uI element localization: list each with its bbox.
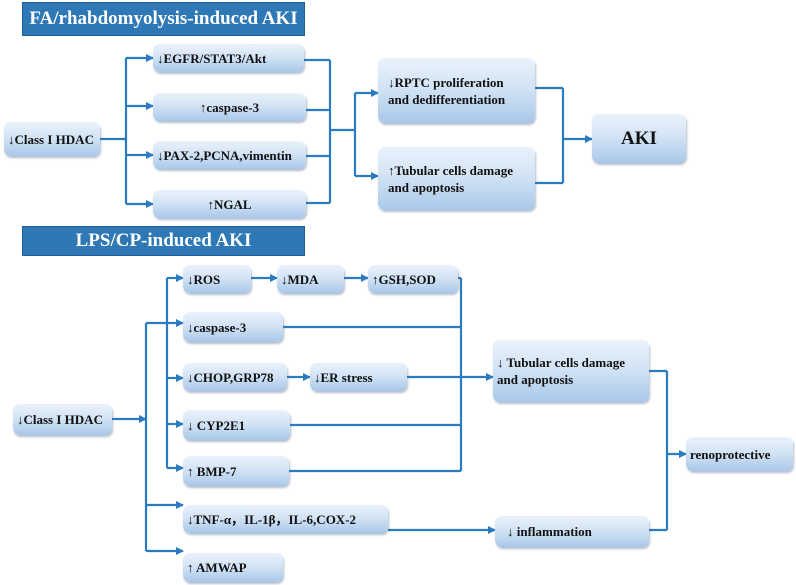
- inflammation-node: ↓ inflammation: [495, 516, 649, 547]
- pax2-pcna-vimentin-node: ↓PAX-2,PCNA,vimentin: [153, 141, 306, 169]
- mda-node: ↓MDA: [277, 265, 344, 293]
- tnf-il-cox2-node: ↓TNF-α，IL-1β，IL-6,COX-2: [183, 505, 388, 533]
- gsh-sod-node: ↑GSH,SOD: [368, 265, 458, 293]
- tubular-damage-apoptosis-node: ↑Tubular cells damage and apoptosis: [378, 147, 535, 210]
- class-i-hdac-node: ↓Class I HDAC: [4, 122, 100, 156]
- caspase-3-node-2: ↓caspase-3: [183, 312, 283, 342]
- section-header-fa-rhabdomyolysis: FA/rhabdomyolysis-induced AKI: [22, 2, 305, 36]
- tubular-damage-apoptosis-node-2: ↓ Tubular cells damage and apoptosis: [493, 340, 649, 402]
- renoprotective-node: renoprotective: [686, 437, 793, 471]
- section-header-lps-cp: LPS/CP-induced AKI: [22, 226, 305, 256]
- aki-node: AKI: [592, 114, 686, 163]
- bmp-7-node: ↑ BMP-7: [183, 456, 289, 486]
- egfr-stat3-akt-node: ↓EGFR/STAT3/Akt: [153, 44, 304, 72]
- class-i-hdac-node-2: ↓Class I HDAC: [13, 404, 112, 435]
- ngal-node: ↑NGAL: [153, 190, 306, 218]
- caspase-3-node: ↑caspase-3: [153, 93, 306, 121]
- rptc-proliferation-node: ↓RPTC proliferation and dedifferentiatio…: [378, 58, 535, 123]
- chop-grp78-node: ↓CHOP,GRP78: [183, 363, 287, 391]
- ros-node: ↓ROS: [183, 265, 251, 293]
- cyp2e1-node: ↓ CYP2E1: [183, 410, 290, 440]
- er-stress-node: ↓ER stress: [310, 363, 407, 391]
- amwap-node: ↑ AMWAP: [183, 553, 283, 582]
